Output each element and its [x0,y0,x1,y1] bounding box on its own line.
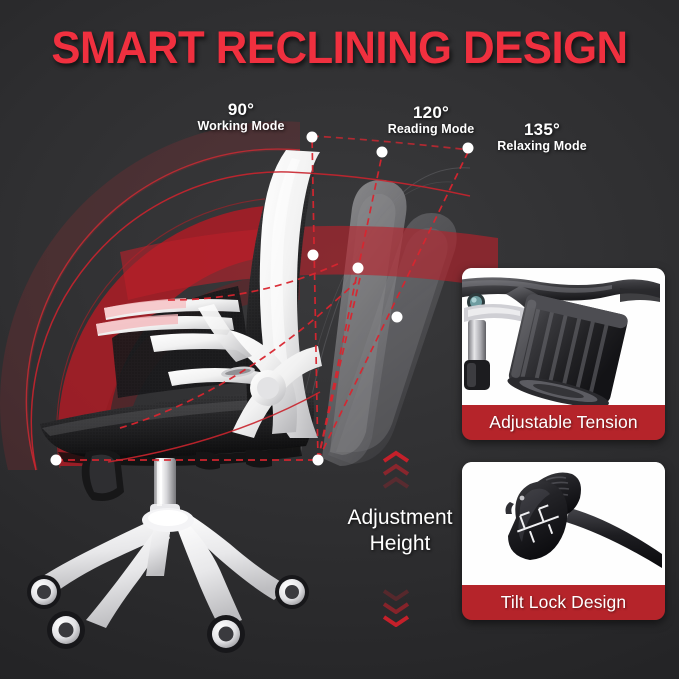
angle-120-degrees: 120° [413,103,449,122]
adjustment-height-line1: Adjustment [347,506,453,529]
chevron-up-icon [382,476,410,489]
angle-120-mode: Reading Mode [387,122,475,137]
card-caption-tilt-lock: Tilt Lock Design [462,585,665,620]
angle-label-90: 90° Working Mode [186,100,296,133]
angle-135-degrees: 135° [524,120,560,139]
page-title: SMART RECLINING DESIGN [51,22,628,73]
chevron-up-icon [382,450,410,463]
angle-90-mode: Working Mode [197,119,285,134]
guide-endpoint-dots [50,131,474,466]
chevron-down-icon-group [381,588,419,627]
feature-card-tilt-lock[interactable]: Tilt Lock Design [462,462,665,620]
angle-guide-lines [56,134,471,461]
feature-card-adjustable-tension[interactable]: Adjustable Tension [462,268,665,440]
tilt-lock-lever-photo [462,462,665,585]
five-star-base [40,508,288,628]
chair-body [27,150,322,653]
card-caption-adjustable-tension: Adjustable Tension [462,405,665,440]
adjustment-height-label: Adjustment Height [326,505,474,556]
tension-knob-photo [462,268,665,405]
casters [27,575,309,653]
angle-guide-arcs [30,171,471,471]
chevron-down-icon [382,602,410,614]
angle-90-degrees: 90° [227,100,255,119]
recline-sweep-arc [0,121,498,471]
chevron-down-icon [382,589,410,601]
adjustment-height-line2: Height [369,531,431,555]
angle-label-120: 120° Reading Mode [376,103,486,136]
chevron-up-icon-group [381,450,419,489]
chevron-up-icon [382,463,410,476]
angle-label-135: 135° Relaxing Mode [482,120,602,153]
angle-135-mode: Relaxing Mode [497,139,587,154]
ghost-recline-positions [291,167,471,466]
chevron-down-icon [382,615,410,627]
